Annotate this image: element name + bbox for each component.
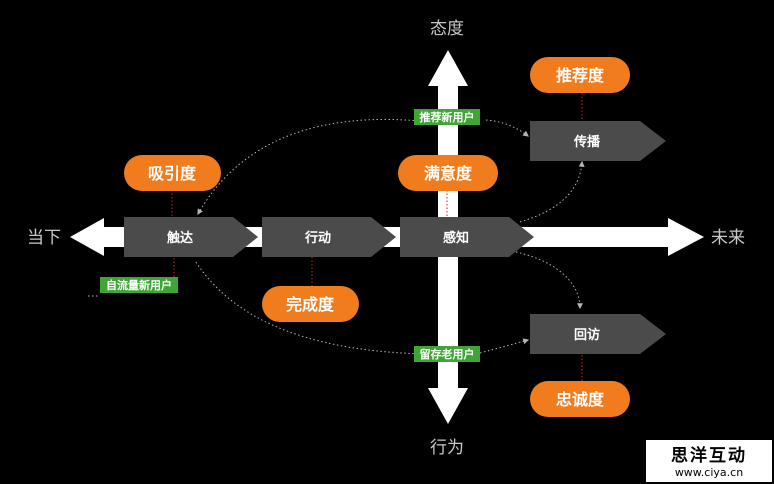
metric-label-attraction: 吸引度 xyxy=(148,164,197,183)
axis-label-present: 当下 xyxy=(27,228,61,248)
tag-label-retained-users: 留存老用户 xyxy=(420,347,475,361)
step-label-touch: 触达 xyxy=(166,230,193,246)
step-revisit: 回访 xyxy=(530,314,666,354)
connector-perceive-to-touch-top xyxy=(197,119,431,216)
connector-to-revisit xyxy=(479,338,530,354)
metric-loyalty: 忠诚度 xyxy=(530,381,630,417)
axis-label-behavior: 行为 xyxy=(430,438,464,458)
metric-label-satisfaction: 满意度 xyxy=(424,164,473,183)
step-action: 行动 xyxy=(262,217,396,257)
step-label-action: 行动 xyxy=(304,230,331,246)
connector-perceive-to-spread xyxy=(519,160,585,223)
step-label-perceive: 感知 xyxy=(443,230,469,246)
step-perceive: 感知 xyxy=(400,217,534,257)
metric-satisfaction: 满意度 xyxy=(398,155,498,191)
step-label-spread: 传播 xyxy=(573,134,601,150)
axis-label-future: 未来 xyxy=(711,228,745,248)
watermark-url: www.ciya.cn xyxy=(675,466,743,479)
metric-recommendation: 推荐度 xyxy=(530,57,630,93)
metric-attraction: 吸引度 xyxy=(124,155,221,191)
watermark: 思洋互动 www.ciya.cn xyxy=(646,440,772,482)
step-touch: 触达 xyxy=(124,217,258,257)
tag-label-referred-new-users: 推荐新用户 xyxy=(420,110,475,124)
axis-label-attitude: 态度 xyxy=(430,19,464,39)
connector-perceive-to-revisit xyxy=(515,251,583,310)
tag-referred-new-users: 推荐新用户 xyxy=(414,109,480,125)
watermark-name: 思洋互动 xyxy=(671,445,747,466)
connector-touch-to-retained xyxy=(195,261,429,355)
step-spread: 传播 xyxy=(530,121,666,161)
metric-links xyxy=(171,93,583,382)
tag-retained-users: 留存老用户 xyxy=(414,346,480,362)
metric-label-recommendation: 推荐度 xyxy=(556,66,605,85)
connector-to-spread xyxy=(485,119,529,137)
tag-organic-new-users: 自流量新用户 xyxy=(100,277,178,293)
metric-completion: 完成度 xyxy=(262,286,359,322)
flow-connectors xyxy=(88,119,585,355)
step-label-revisit: 回访 xyxy=(574,327,600,343)
metric-label-loyalty: 忠诚度 xyxy=(556,390,605,409)
metric-label-completion: 完成度 xyxy=(286,295,335,314)
tag-label-organic-new-users: 自流量新用户 xyxy=(106,278,172,292)
